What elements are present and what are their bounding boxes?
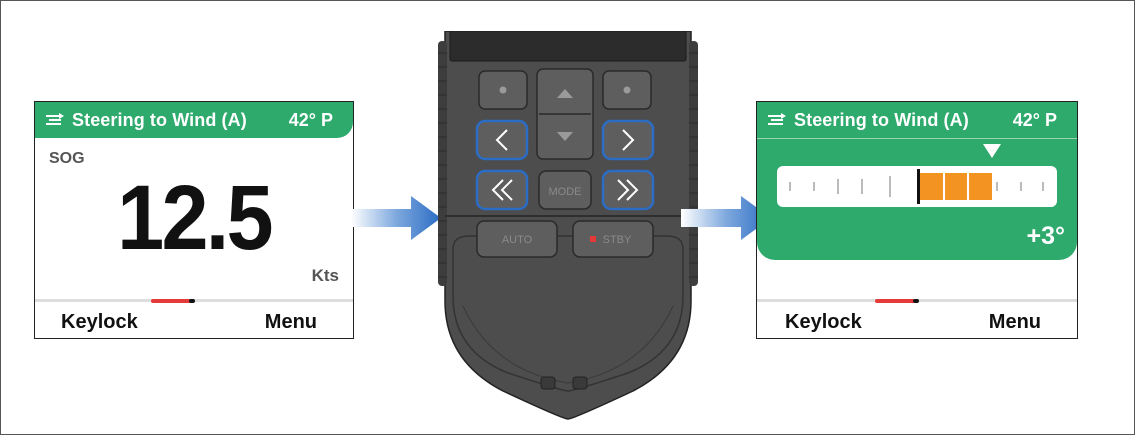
remote-button-standby[interactable]: [572, 220, 654, 258]
rudder-pointer-icon: [983, 144, 1001, 158]
rudder-centre-line: [917, 169, 920, 204]
wind-angle-readout: 42° P: [288, 109, 333, 130]
pilot-mode-header: Steering to Wind (A) 42° P: [757, 102, 1077, 138]
header-divider: [757, 138, 1077, 139]
wind-angle-readout: 42° P: [1012, 109, 1057, 130]
page-indicator-marker: [913, 298, 919, 303]
page-indicator-active: [875, 298, 915, 303]
chevron-right-icon: [622, 129, 635, 151]
remote-button-function-left[interactable]: [478, 70, 528, 110]
remote-button-up[interactable]: [557, 89, 573, 98]
page-indicator-bar: [35, 298, 353, 303]
remote-button-port-1[interactable]: [475, 119, 529, 161]
remote-button-down[interactable]: [557, 132, 573, 141]
scale-tick: [1020, 182, 1022, 191]
pilot-display-rudder-screen: Steering to Wind (A) 42° P +3° Keylock M…: [756, 101, 1078, 339]
pilot-display-sog-screen: Steering to Wind (A) 42° P SOG 12.5 Kts …: [34, 101, 354, 339]
pilot-mode-title: Steering to Wind (A): [794, 109, 969, 130]
page-indicator-active: [151, 298, 191, 303]
standby-button-label: STBY: [603, 234, 632, 246]
rudder-bar-segment: [969, 173, 992, 200]
mode-button-label: MODE: [549, 186, 582, 198]
sog-value: 12.5: [117, 167, 273, 269]
scale-tick: [889, 176, 891, 197]
softkey-menu[interactable]: Menu: [264, 311, 317, 333]
scale-tick: [996, 182, 998, 191]
sog-unit: Kts: [311, 266, 339, 285]
wind-steering-icon: [46, 113, 64, 127]
scale-tick: [837, 179, 839, 194]
page-indicator-bar: [757, 298, 1077, 303]
data-label: SOG: [49, 150, 85, 167]
scale-tick: [813, 182, 815, 191]
transition-arrow-icon: [681, 196, 771, 240]
remote-button-starboard-1[interactable]: [601, 119, 655, 161]
rudder-bar-segment: [945, 173, 967, 200]
softkey-menu[interactable]: Menu: [988, 311, 1041, 333]
lanyard-clip-icon: [540, 376, 588, 390]
pilot-remote-keypad: MODE AUTO STBY: [438, 31, 698, 420]
transition-arrow-icon: [351, 196, 441, 240]
auto-button-label: AUTO: [502, 234, 533, 246]
page-indicator-marker: [189, 298, 195, 303]
softkey-keylock[interactable]: Keylock: [61, 311, 138, 333]
double-chevron-right-icon: [617, 179, 630, 201]
remote-button-auto[interactable]: [476, 220, 558, 258]
scale-tick: [1042, 182, 1044, 191]
rudder-angle-readout: +3°: [1026, 222, 1065, 250]
scale-tick: [861, 179, 863, 194]
remote-button-mode[interactable]: [538, 170, 592, 210]
softkey-keylock[interactable]: Keylock: [785, 311, 862, 333]
wind-steering-icon: [768, 113, 786, 127]
scale-tick: [789, 182, 791, 191]
double-chevron-left-icon: [491, 179, 504, 201]
up-arrow-icon: [557, 89, 573, 98]
rudder-angle-scale: [777, 166, 1057, 207]
pilot-mode-title: Steering to Wind (A): [72, 109, 247, 130]
remote-button-starboard-10[interactable]: [601, 169, 655, 211]
down-arrow-icon: [557, 132, 573, 141]
remote-button-function-right[interactable]: [602, 70, 652, 110]
standby-indicator-icon: [590, 236, 596, 242]
rudder-bar-segment: [920, 173, 943, 200]
remote-button-port-10[interactable]: [475, 169, 529, 211]
chevron-left-icon: [495, 129, 508, 151]
pilot-mode-header: Steering to Wind (A) 42° P: [35, 102, 353, 138]
